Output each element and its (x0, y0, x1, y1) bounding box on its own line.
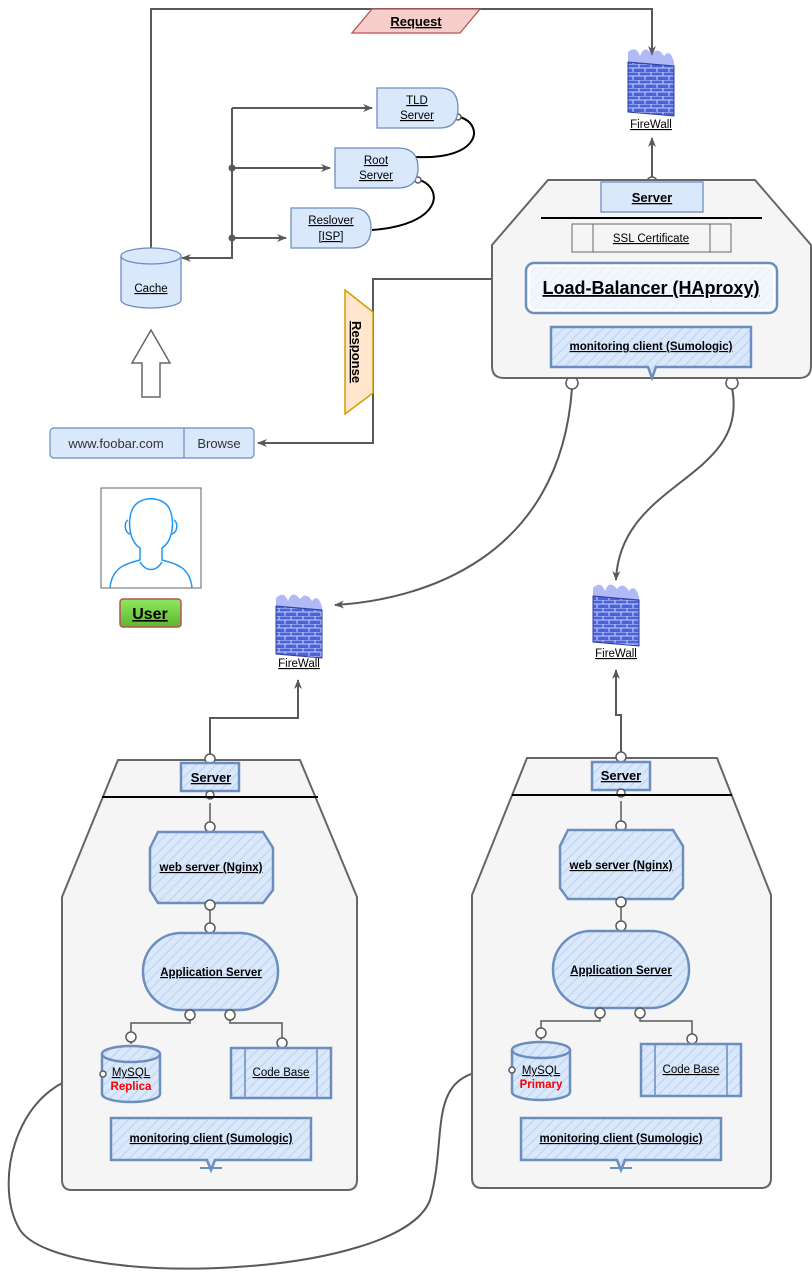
user-avatar (100, 487, 202, 589)
right-server-tag[interactable] (590, 760, 652, 792)
firewall-right-icon (592, 595, 640, 647)
user-label: User (132, 606, 168, 623)
dns-trunk-line (181, 108, 233, 262)
left-monitor-label: monitoring client (Sumologic) (130, 1133, 293, 1145)
left-code-label: Code Base (253, 1067, 310, 1079)
request-label-shape: Request (350, 8, 482, 34)
root-server-line2: Server (359, 170, 393, 182)
right-web-label: web server (Nginx) (569, 860, 673, 872)
browser-bar: www.foobar.com Browse (49, 427, 255, 459)
firewall-right-label: FireWall (595, 648, 637, 660)
right-web-server[interactable] (558, 828, 685, 901)
root-server[interactable]: Root Server (334, 147, 419, 189)
lb-monitor-box[interactable] (549, 325, 753, 382)
firewall-left: FireWall (275, 594, 323, 670)
server-left: Server web server (Nginx) Application Se… (61, 753, 358, 1191)
firewall-left-label: FireWall (278, 658, 320, 670)
right-app-label: Application Server (570, 965, 672, 977)
right-monitor-label: monitoring client (Sumologic) (540, 1133, 703, 1145)
ssl-certificate-label: SSL Certificate (613, 233, 689, 245)
left-web-server[interactable] (148, 830, 275, 905)
left-application-server[interactable] (141, 931, 280, 1012)
left-server-firewall-link (209, 679, 302, 755)
right-mysql-label: MySQL (522, 1065, 561, 1077)
connectors (7, 8, 739, 1270)
right-application-server[interactable] (551, 929, 691, 1010)
firewall-left-icon (275, 605, 323, 659)
firewall-top-label: FireWall (630, 119, 672, 131)
resolver-line2: [ISP] (319, 231, 344, 243)
left-code-base[interactable]: Code Base (229, 1046, 333, 1100)
lb-server-label: Server (632, 190, 672, 205)
right-server-label: Server (601, 768, 641, 783)
response-label-shape: Response (344, 288, 374, 416)
resolver-line1: Reslover (308, 215, 354, 227)
url-field[interactable]: www.foobar.com (67, 436, 163, 451)
lb-left-firewall-link (334, 387, 573, 609)
cache-label: Cache (134, 283, 167, 295)
root-resolver-curve (371, 179, 435, 231)
tld-root-curve (415, 116, 475, 159)
user-badge: User (119, 598, 182, 628)
left-db-role: Replica (111, 1081, 153, 1093)
tld-server-line2: Server (400, 110, 434, 122)
ssl-certificate[interactable] (571, 223, 732, 253)
left-app-label: Application Server (160, 967, 262, 979)
lb-server-tag[interactable] (600, 181, 704, 213)
lb-right-firewall-link (612, 387, 735, 581)
response-line (257, 278, 492, 447)
cache-database[interactable]: Cache (120, 247, 182, 309)
left-server-tag[interactable] (179, 761, 241, 793)
left-monitor-box[interactable] (109, 1116, 313, 1174)
right-code-label: Code Base (663, 1064, 720, 1076)
browse-button[interactable]: Browse (197, 436, 240, 451)
up-arrow-icon (130, 328, 172, 398)
resolver-server[interactable]: Reslover [ISP] (290, 207, 372, 249)
left-web-label: web server (Nginx) (159, 862, 263, 874)
replication-link (7, 1068, 511, 1270)
right-mysql-database[interactable]: MySQL Primary (510, 1040, 572, 1102)
tld-server-line1: TLD (406, 95, 428, 107)
firewall-right: FireWall (592, 584, 640, 660)
tld-server[interactable]: TLD Server (376, 87, 459, 129)
right-server-firewall-link (612, 669, 622, 755)
lb-monitor-label: monitoring client (Sumologic) (570, 341, 733, 353)
left-mysql-label: MySQL (112, 1067, 151, 1079)
request-label: Request (390, 14, 442, 29)
server-right: Server web server (Nginx) Application Se… (471, 751, 772, 1189)
right-monitor-box[interactable] (519, 1116, 723, 1174)
left-server-label: Server (191, 770, 231, 785)
right-db-role: Primary (520, 1079, 563, 1091)
load-balancer-server: Server SSL Certificate Load-Balancer (HA… (491, 179, 812, 382)
load-balancer-title: Load-Balancer (HAproxy) (542, 278, 759, 298)
firewall-top: FireWall (627, 49, 675, 131)
firewall-top-icon (627, 61, 675, 117)
user-icon (109, 498, 193, 589)
right-code-base[interactable]: Code Base (639, 1042, 743, 1098)
response-label: Response (349, 321, 364, 383)
left-mysql-database[interactable]: MySQL Replica (100, 1044, 162, 1104)
root-server-line1: Root (364, 155, 389, 167)
